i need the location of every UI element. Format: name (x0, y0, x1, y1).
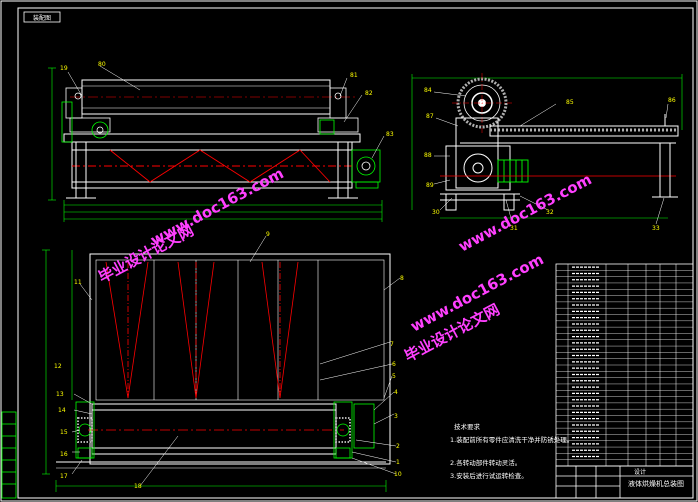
inner-border (17, 7, 694, 499)
callout-4: 4 (394, 389, 398, 396)
technical-requirements: 技术要求 1.装配前所有零件应清洗干净并防锈处理。 2.各转动部件转动灵活。 3… (450, 422, 573, 480)
tech-req-line-2: 2.各转动部件转动灵活。 (450, 458, 521, 467)
truss (72, 149, 352, 183)
bill-of-materials (555, 263, 694, 467)
callout-3: 3 (394, 413, 398, 420)
callout-89: 89 (426, 182, 434, 189)
front-elevation (48, 65, 385, 222)
callout-8: 8 (400, 275, 404, 282)
callout-12: 12 (54, 363, 62, 370)
left-margin-strip (1, 411, 17, 499)
tech-req-line-3: 3.安装后进行试运转检查。 (450, 471, 528, 480)
callouts-side: 84 85 86 87 88 89 30 31 32 33 (424, 87, 676, 232)
drawing-name: 液体烘燥机总装图 (628, 479, 684, 488)
gear-motor (351, 149, 381, 189)
callout-10: 10 (394, 471, 402, 478)
callout-85: 85 (566, 99, 574, 106)
callout-15: 15 (60, 429, 68, 436)
callout-30: 30 (432, 209, 440, 216)
air-ducts (105, 261, 299, 399)
callout-88: 88 (424, 152, 432, 159)
callouts-plan: 9 8 7 6 5 4 3 2 1 10 11 12 13 14 15 16 1… (54, 231, 404, 490)
callout-2: 2 (396, 443, 400, 450)
callout-5: 5 (392, 373, 396, 380)
callout-33: 33 (652, 225, 660, 232)
callout-14: 14 (58, 407, 66, 414)
callout-11: 11 (74, 279, 82, 286)
callout-18: 18 (134, 483, 142, 490)
callout-32: 32 (546, 209, 554, 216)
callout-19: 19 (60, 65, 68, 72)
callout-84: 84 (424, 87, 432, 94)
drive-gear (452, 73, 512, 133)
tech-req-line-1: 1.装配前所有零件应清洗干净并防锈处理。 (450, 435, 573, 444)
callout-6: 6 (392, 361, 396, 368)
callout-86: 86 (668, 97, 676, 104)
designer-label: 设计 (634, 468, 646, 476)
title-tag: 装配图 (33, 14, 51, 22)
plan-view (42, 235, 401, 492)
callout-83: 83 (386, 131, 394, 138)
callout-31: 31 (510, 225, 518, 232)
callout-82: 82 (365, 90, 373, 97)
watermark-3: www.doc163.com (455, 170, 594, 255)
callout-16: 16 (60, 451, 68, 458)
title-block (555, 465, 694, 499)
title-tag-box (23, 11, 61, 23)
callouts-front: 19 80 81 82 83 (60, 61, 394, 138)
callout-81: 81 (350, 72, 358, 79)
callout-17: 17 (60, 473, 68, 480)
drying-chamber (89, 253, 391, 465)
callout-1: 1 (396, 459, 400, 466)
callout-13: 13 (56, 391, 64, 398)
gear-rack (460, 125, 679, 144)
callout-7: 7 (390, 341, 394, 348)
side-elevation (411, 73, 683, 225)
callout-9: 9 (266, 231, 270, 238)
callout-87: 87 (426, 113, 434, 120)
tech-req-heading: 技术要求 (454, 422, 481, 431)
callout-80: 80 (98, 61, 106, 68)
